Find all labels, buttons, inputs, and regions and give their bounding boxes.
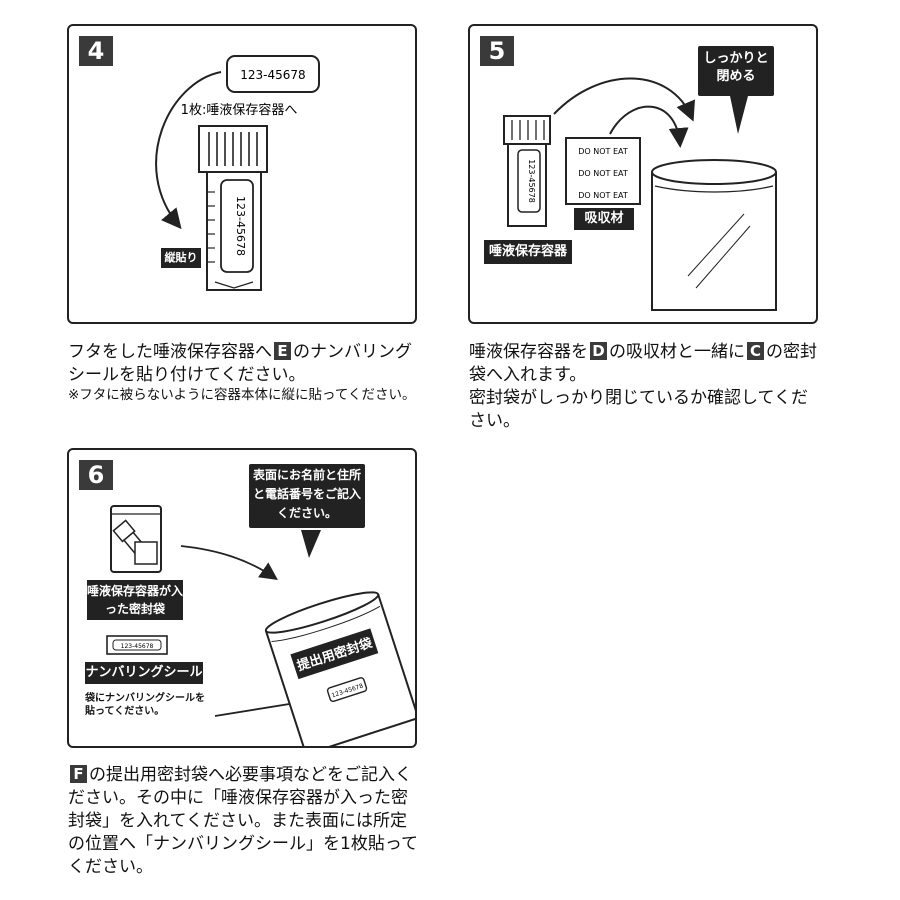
tube-cap-small bbox=[503, 115, 551, 145]
step4-instruction: 1枚:唾液保存容器へ bbox=[181, 102, 298, 118]
vertical-badge: 縦貼り bbox=[161, 248, 201, 268]
close-tight-callout: しっかりと閉める bbox=[698, 46, 774, 96]
numbering-label-text: 123-45678 bbox=[240, 68, 305, 82]
key-f: F bbox=[70, 765, 87, 783]
key-c: C bbox=[747, 342, 764, 360]
tube-label-sticker bbox=[220, 179, 254, 273]
bag-opening bbox=[651, 159, 777, 185]
step6-panel: 6 表面にお名前と住所と電話番号をご記入ください。 123-45678 提出用密 bbox=[67, 448, 417, 748]
cap-ridges bbox=[208, 132, 258, 166]
absorber-packet bbox=[565, 137, 641, 205]
saliva-container-label: 唾液保存容器 bbox=[484, 240, 572, 264]
step5-panel: 5 しっかりと閉める 123-45678 DO NOT EAT DO NOT E… bbox=[468, 24, 818, 324]
sealing-bag bbox=[651, 172, 777, 311]
tube-label-text: 123-45678 bbox=[234, 196, 247, 256]
tube-label-text-small: 123-45678 bbox=[527, 159, 536, 203]
absorber-label: 吸収材 bbox=[574, 208, 634, 230]
seal-note: 袋にナンバリングシールを貼ってください。 bbox=[85, 693, 205, 717]
key-d: D bbox=[590, 342, 607, 360]
step6-arrow-top bbox=[180, 545, 278, 581]
absorber-text-3: DO NOT EAT bbox=[578, 191, 628, 200]
fill-info-callout: 表面にお名前と住所と電話番号をご記入ください。 bbox=[249, 464, 365, 528]
absorber-to-bag-arrow bbox=[609, 105, 689, 148]
step4-illustration: 123-45678 1枚:唾液保存容器へ 123-45678 bbox=[155, 55, 320, 291]
tube-to-bag-arrow bbox=[553, 77, 695, 122]
step4-arrow bbox=[155, 71, 222, 230]
step5-number: 5 bbox=[480, 36, 514, 66]
submission-bag: 提出用密封袋 123-45678 bbox=[264, 591, 415, 746]
step6-illustration: 123-45678 提出用密封袋 123-45678 bbox=[106, 505, 415, 746]
absorber-text-1: DO NOT EAT bbox=[578, 147, 628, 156]
seal-number-text: 123-45678 bbox=[121, 643, 154, 650]
step5-illustration: 123-45678 DO NOT EAT DO NOT EAT DO NOT E… bbox=[503, 77, 777, 311]
numbering-label-box bbox=[226, 55, 320, 93]
sealed-bag-label: 唾液保存容器が入った密封袋 bbox=[87, 580, 183, 620]
step4-note: ※フタに被らないように容器本体に縦に貼ってください。 bbox=[68, 387, 416, 403]
step4-panel: 4 123-45678 1枚:唾液保存容器へ 123-4567 bbox=[67, 24, 417, 324]
step4-number: 4 bbox=[79, 36, 113, 66]
key-e: E bbox=[274, 342, 291, 360]
numbering-seal-label: ナンバリングシール bbox=[85, 662, 203, 684]
step6-number: 6 bbox=[79, 460, 113, 490]
absorber-text-2: DO NOT EAT bbox=[578, 169, 628, 178]
